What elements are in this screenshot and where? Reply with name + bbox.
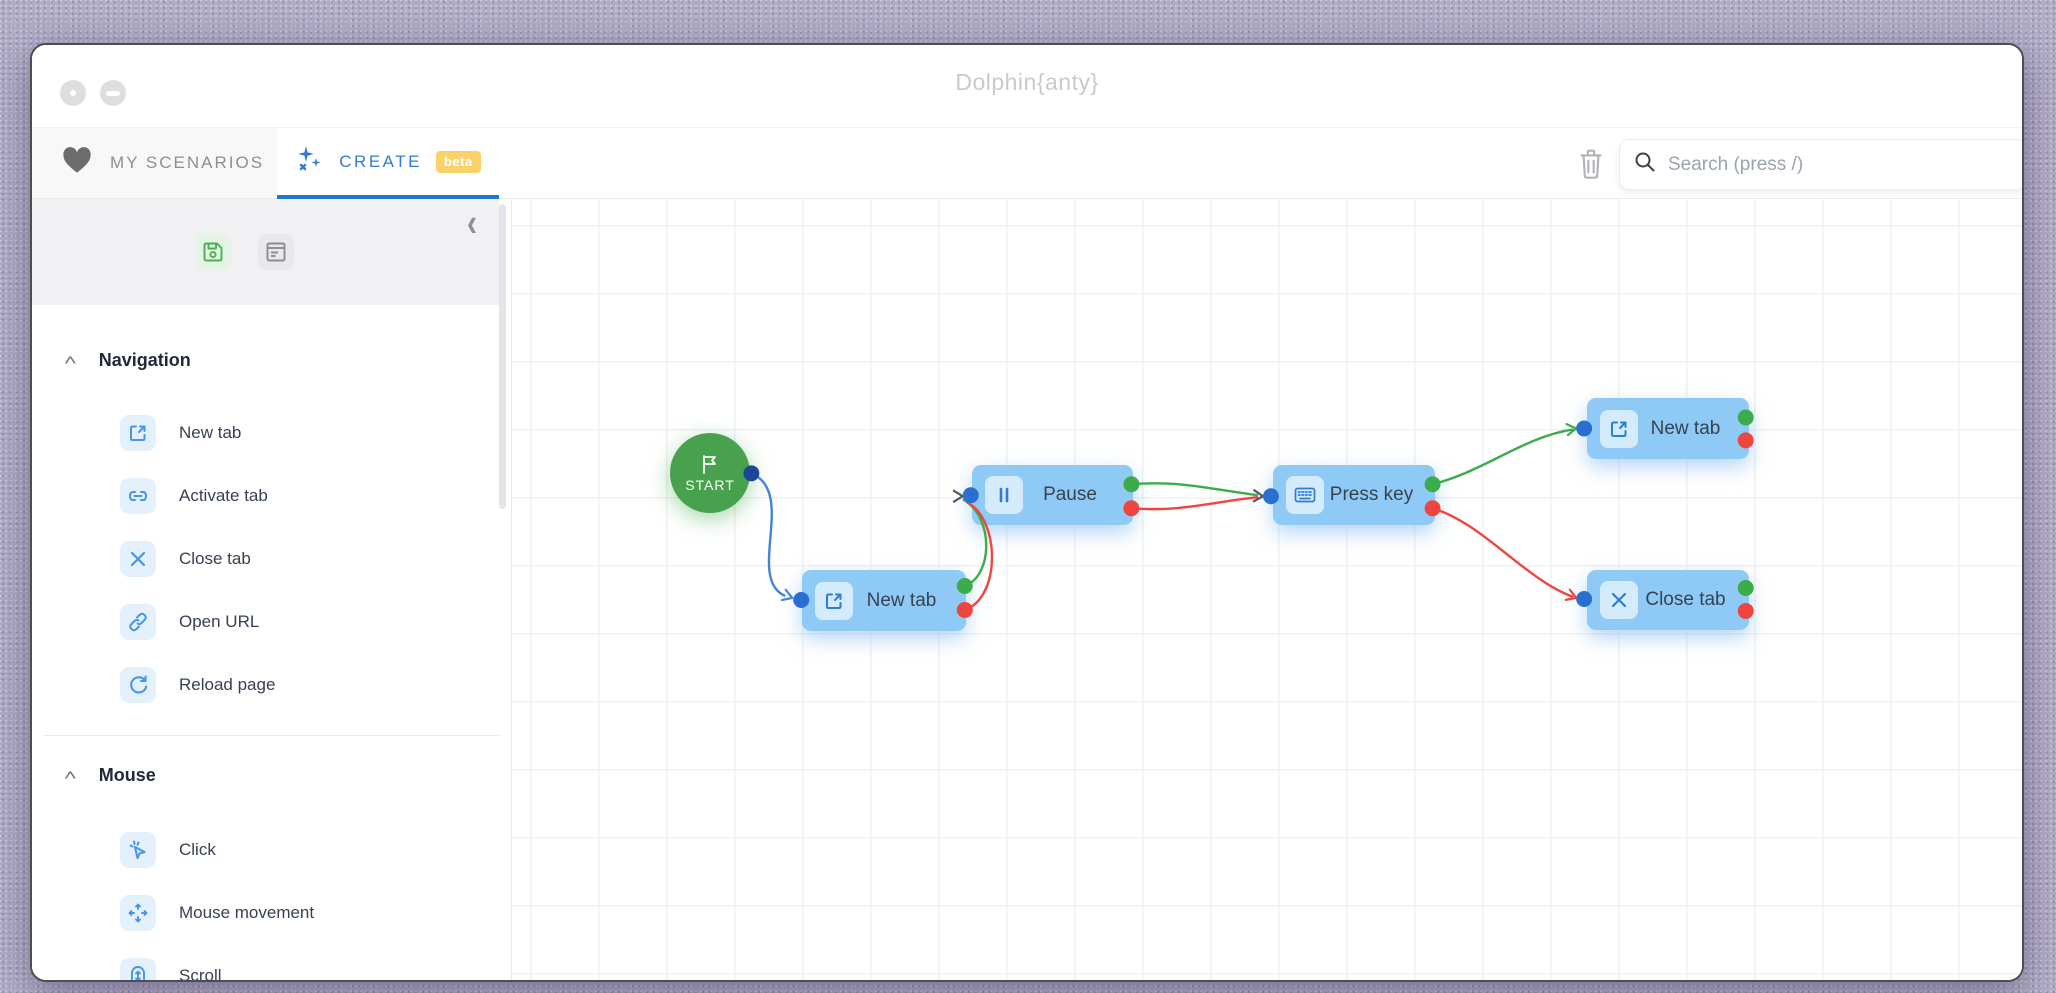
navigation-items: New tab Activate tab: [32, 401, 511, 716]
mouse-items: Click Mouse movement: [32, 818, 511, 980]
node-label: Close tab: [1645, 589, 1726, 610]
arrowhead-icon: [1564, 588, 1578, 601]
edge-pause-error-to-presskey[interactable]: [1131, 496, 1259, 511]
item-label: Scroll: [179, 965, 222, 981]
edge-presskey-error-to-closetab[interactable]: [1432, 507, 1574, 599]
sidebar-item-activate-tab[interactable]: Activate tab: [32, 464, 511, 527]
chevron-up-icon: ˄: [63, 351, 77, 369]
save-scenario-button[interactable]: [195, 234, 231, 270]
sidebar-item-scroll[interactable]: Scroll: [32, 944, 511, 980]
chevron-up-icon: ˄: [63, 766, 77, 784]
sidebar-item-open-url[interactable]: Open URL: [32, 590, 511, 653]
edge-pause-success-to-presskey[interactable]: [1131, 482, 1259, 497]
node-label: Pause: [1043, 484, 1097, 505]
edge-presskey-success-to-newtab2[interactable]: [1432, 428, 1574, 486]
content-area: ‹ ˄ Navigation New tab: [32, 199, 2022, 980]
collapse-sidebar-chevron-icon[interactable]: ‹: [467, 201, 477, 245]
window-button-dot-icon: [70, 90, 76, 96]
edge-start-to-newtab1[interactable]: [750, 472, 786, 598]
mouse-movement-icon: [120, 894, 156, 931]
node-press-key[interactable]: Press key: [1273, 465, 1435, 525]
minimize-icon: [106, 91, 120, 96]
item-label: Open URL: [179, 611, 260, 631]
title-bar: Dolphin{anty}: [32, 45, 2022, 127]
sidebar-item-new-tab[interactable]: New tab: [32, 401, 511, 464]
tab-my-scenarios[interactable]: MY SCENARIOS: [32, 128, 277, 198]
arrowhead-icon: [780, 588, 794, 602]
node-label: New tab: [866, 589, 937, 611]
start-node-label: START: [685, 476, 735, 493]
reload-page-icon: [120, 666, 156, 703]
new-tab-icon: [120, 414, 156, 451]
section-mouse[interactable]: ˄ Mouse: [63, 754, 511, 796]
window-close-button[interactable]: [60, 80, 86, 106]
actions-sidebar: ‹ ˄ Navigation New tab: [32, 199, 512, 980]
pause-icon: [985, 476, 1023, 514]
sidebar-scrollbar[interactable]: [499, 204, 506, 509]
sidebar-item-reload-page[interactable]: Reload page: [32, 653, 511, 716]
tab-create-label: CREATE: [339, 151, 422, 171]
window-minimize-button[interactable]: [100, 80, 126, 106]
sidebar-toolbar: ‹: [32, 199, 499, 305]
node-new-tab-1[interactable]: New tab: [802, 570, 966, 631]
scroll-icon: [120, 957, 156, 980]
section-title: Mouse: [98, 764, 156, 785]
activate-tab-icon: [120, 477, 156, 514]
search-box: [1619, 139, 2022, 190]
node-pause[interactable]: Pause: [972, 465, 1133, 525]
arrowhead-icon: [1565, 422, 1578, 437]
flag-icon: [703, 454, 716, 474]
tab-my-scenarios-label: MY SCENARIOS: [110, 153, 265, 172]
item-label: Click: [179, 839, 216, 859]
item-label: Close tab: [179, 548, 251, 568]
click-icon: [120, 831, 156, 868]
trash-icon[interactable]: [1578, 148, 1604, 182]
item-label: Activate tab: [179, 485, 268, 505]
close-tab-icon: [1600, 581, 1638, 619]
scenario-details-button[interactable]: [258, 234, 294, 270]
edges-overlay: [743, 409, 1754, 619]
node-close-tab[interactable]: Close tab: [1587, 570, 1749, 630]
item-label: New tab: [179, 422, 242, 442]
item-label: Mouse movement: [179, 902, 315, 922]
beta-badge: beta: [435, 150, 481, 173]
sidebar-item-click[interactable]: Click: [32, 818, 511, 881]
heart-icon: [62, 147, 92, 179]
node-label: Press key: [1329, 484, 1414, 505]
scenario-canvas[interactable]: START New tab Pause: [512, 199, 2022, 980]
section-divider: [44, 735, 499, 736]
node-new-tab-2[interactable]: New tab: [1587, 398, 1749, 459]
sidebar-item-mouse-movement[interactable]: Mouse movement: [32, 881, 511, 944]
tab-bar: MY SCENARIOS CREATE beta: [32, 127, 2022, 199]
search-input[interactable]: [1668, 153, 2011, 176]
window-title: Dolphin{anty}: [955, 69, 1099, 95]
keyboard-icon: [1286, 476, 1324, 514]
sidebar-item-close-tab[interactable]: Close tab: [32, 527, 511, 590]
tab-create[interactable]: CREATE beta: [277, 128, 499, 199]
start-node[interactable]: START: [670, 433, 750, 513]
search-icon: [1634, 151, 1656, 178]
app-window: Dolphin{anty} MY SCENARIOS CREATE beta: [30, 43, 2024, 982]
sparkles-icon: [295, 144, 325, 179]
section-navigation[interactable]: ˄ Navigation: [63, 339, 511, 381]
item-label: Reload page: [179, 674, 276, 694]
node-label: New tab: [1650, 417, 1721, 439]
arrowhead-icon: [952, 489, 964, 503]
section-title: Navigation: [98, 349, 191, 370]
arrowhead-icon: [1252, 489, 1265, 503]
close-tab-icon: [120, 540, 156, 577]
open-url-icon: [120, 603, 156, 640]
new-tab-icon: [1600, 409, 1638, 448]
new-tab-icon: [815, 581, 853, 620]
